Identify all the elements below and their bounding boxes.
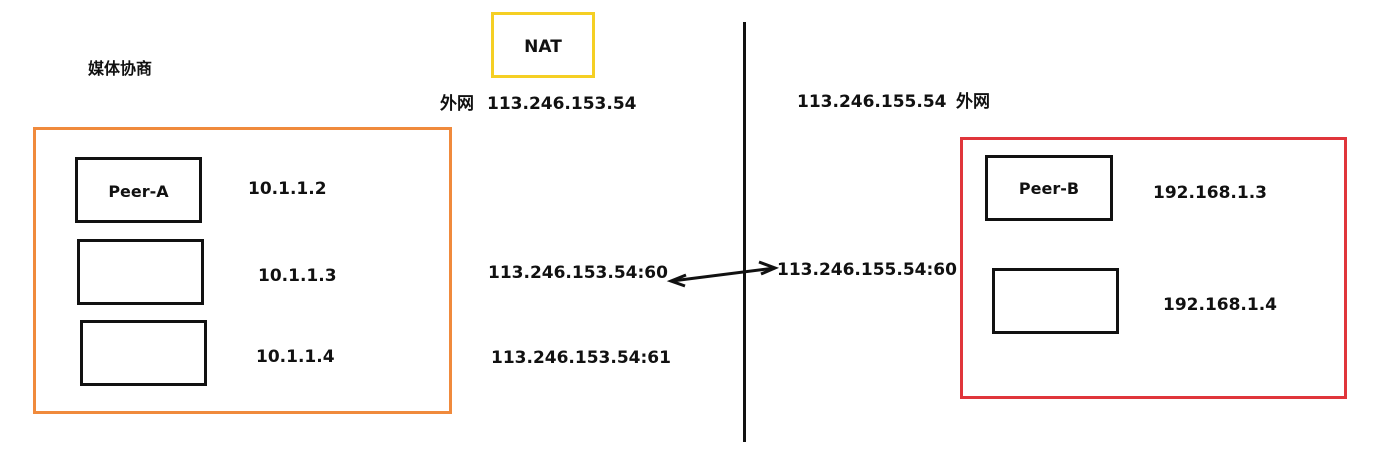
lan-a-box xyxy=(33,127,452,414)
diagram-title: 媒体协商 xyxy=(88,59,153,78)
peer-b-label: Peer-B xyxy=(1018,179,1080,198)
peer-a-device: Peer-A xyxy=(75,157,202,223)
arrowhead-right xyxy=(758,260,780,276)
arrowhead-left xyxy=(666,273,687,288)
peer-b-ip: 192.168.1.3 xyxy=(1153,183,1268,203)
lan-a-device-2 xyxy=(77,239,204,305)
lan-b-box xyxy=(960,137,1347,399)
side-a-public-ip: 113.246.153.54 xyxy=(487,94,637,114)
lan-b-device-2 xyxy=(992,268,1119,334)
peer-a-ip: 10.1.1.2 xyxy=(248,179,327,199)
network-boundary-line xyxy=(743,22,746,442)
side-a-public-label: 外网 xyxy=(440,94,474,114)
lan-a-device-3-ip: 10.1.1.4 xyxy=(256,347,335,367)
lan-b-device-2-ip: 192.168.1.4 xyxy=(1163,295,1278,315)
side-a-mapping-2: 113.246.153.54:61 xyxy=(491,348,671,368)
side-b-public-label: 外网 xyxy=(956,92,990,112)
lan-a-device-3 xyxy=(80,320,207,386)
nat-label: NAT xyxy=(524,37,562,57)
connection-line xyxy=(671,266,776,283)
nat-box: NAT xyxy=(491,12,595,78)
peer-a-label: Peer-A xyxy=(108,182,169,201)
side-b-mapping-1: 113.246.155.54:60 xyxy=(777,260,957,280)
side-b-public-ip: 113.246.155.54 xyxy=(797,92,947,112)
side-a-mapping-1: 113.246.153.54:60 xyxy=(488,263,668,283)
lan-a-device-2-ip: 10.1.1.3 xyxy=(258,266,337,286)
peer-b-device: Peer-B xyxy=(985,155,1113,221)
